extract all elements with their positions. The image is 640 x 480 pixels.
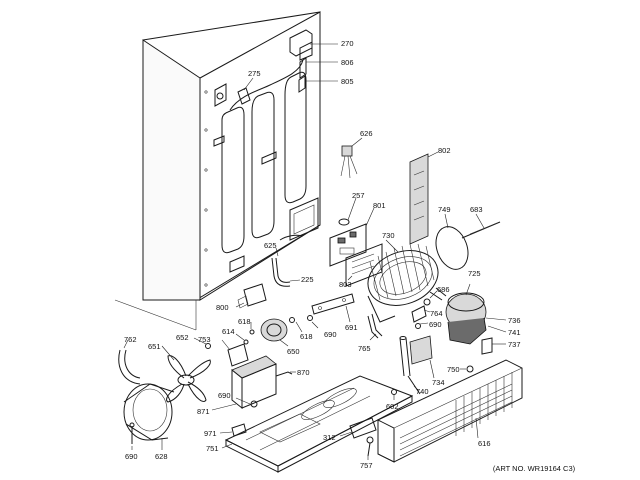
grille-616: [377, 359, 523, 463]
callout-741: 741: [508, 328, 521, 337]
callout-275: 275: [248, 69, 261, 78]
callout-618-b: 618: [300, 332, 313, 341]
cabinet: [114, 11, 321, 331]
callout-757: 757: [360, 461, 373, 470]
callout-749: 749: [438, 205, 451, 214]
drier-734: [399, 335, 435, 395]
callout-628: 628: [155, 452, 168, 461]
drain-tube-225: [271, 247, 301, 287]
evaporator-tubing: [213, 41, 319, 273]
callout-803: 803: [339, 280, 352, 289]
harness-802: [409, 151, 439, 245]
callout-683: 683: [470, 205, 483, 214]
bracket-312: [339, 417, 377, 439]
callout-725: 725: [468, 269, 481, 278]
callout-625: 625: [264, 241, 277, 250]
callout-614: 614: [222, 327, 235, 336]
callout-650: 650: [287, 347, 300, 356]
motor-mount-753: [193, 337, 249, 367]
screw-750: [460, 365, 474, 373]
condenser-disc-749: [435, 213, 501, 270]
bracket-691: [307, 293, 355, 329]
callout-690-b: 690: [324, 330, 337, 339]
thermistor-626: [340, 137, 363, 179]
callout-690-a: 690: [429, 320, 442, 329]
callout-806: 806: [341, 58, 354, 67]
screw-690-left: [129, 422, 135, 450]
control-board-801: [329, 197, 375, 267]
callout-618-a: 618: [238, 317, 251, 326]
fan-motor-650: [235, 317, 303, 347]
callout-800: 800: [216, 303, 229, 312]
callout-626: 626: [360, 129, 373, 138]
callout-805: 805: [341, 77, 354, 86]
callout-651: 651: [148, 342, 161, 351]
callout-750: 750: [447, 365, 460, 374]
callout-312: 312: [323, 433, 336, 442]
tube-762: [118, 339, 141, 385]
callout-764: 764: [430, 309, 443, 318]
compressor-725: [423, 283, 507, 355]
callout-652: 652: [176, 333, 189, 342]
callout-762: 762: [124, 335, 137, 344]
callout-labels: 270 806 805 275 626 802 257 801 749 683 …: [124, 39, 521, 470]
callout-257: 257: [352, 191, 365, 200]
callout-971: 971: [204, 429, 217, 438]
callout-270: 270: [341, 39, 354, 48]
callout-734: 734: [432, 378, 445, 387]
condenser-coil-730: [367, 239, 439, 323]
callout-602: 602: [386, 402, 399, 411]
damper-assembly: [289, 29, 338, 93]
valve-764: [411, 305, 431, 329]
base-pan-751: [219, 375, 414, 473]
callout-871: 871: [197, 407, 210, 416]
callout-686: 686: [437, 285, 450, 294]
screw-757: [366, 436, 374, 460]
cover-871: [211, 355, 296, 411]
callout-737: 737: [508, 340, 521, 349]
callout-751: 751: [206, 444, 219, 453]
callout-802: 802: [438, 146, 451, 155]
bracket-800: [235, 283, 267, 309]
callout-225: 225: [301, 275, 314, 284]
callout-765: 765: [358, 344, 371, 353]
callout-870: 870: [297, 368, 310, 377]
callout-753: 753: [198, 335, 211, 344]
tube-clip-275: [237, 77, 254, 105]
callout-730: 730: [382, 231, 395, 240]
callout-690-d: 690: [125, 452, 138, 461]
callout-740: 740: [416, 387, 429, 396]
callout-690-c: 690: [218, 391, 231, 400]
callout-801: 801: [373, 201, 386, 210]
callout-691: 691: [345, 323, 358, 332]
fan-blade-651: [161, 345, 211, 403]
callout-616: 616: [478, 439, 491, 448]
callout-736: 736: [508, 316, 521, 325]
screw-602: [391, 389, 397, 400]
fan-shroud-628: [123, 383, 175, 450]
art-number: (ART NO. WR19164 C3): [493, 464, 576, 473]
tube-765: [367, 313, 383, 341]
